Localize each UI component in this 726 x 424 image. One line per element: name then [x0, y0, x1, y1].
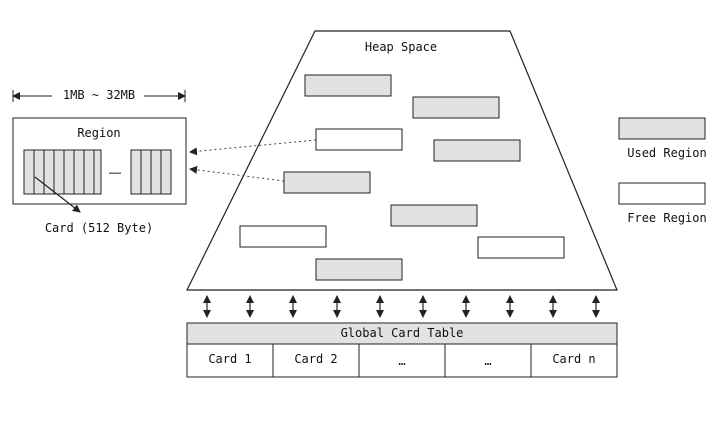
- region-card: [73, 149, 85, 195]
- heap-region-free: [239, 225, 327, 248]
- region-card: [140, 149, 152, 195]
- heap-region-used: [433, 139, 521, 162]
- card-table-cell-label: Card n: [552, 352, 595, 366]
- heap-region-used: [315, 258, 403, 281]
- card-table-cell: [530, 343, 618, 378]
- heap-region-used: [283, 171, 371, 194]
- heap-region-used: [412, 96, 500, 119]
- card-table-cell-label: Card 2: [294, 352, 337, 366]
- region-card: [83, 149, 95, 195]
- region-card-strip: ……: [23, 149, 172, 195]
- card-table-cell-label: …: [398, 354, 405, 368]
- region-card: [53, 149, 65, 195]
- card-pointer-arrow: [34, 176, 81, 213]
- heap-region-free: [315, 128, 403, 151]
- card-table-row: Card 1 Card 2 … … Card n: [186, 343, 618, 378]
- card-table-cell-label: …: [484, 354, 491, 368]
- card-table-cell-label: Card 1: [208, 352, 251, 366]
- legend-free-swatch: [618, 182, 706, 205]
- heap-space-shape: [186, 30, 618, 291]
- legend-used-label: Used Region: [627, 146, 706, 160]
- region-card-ellipsis: ……: [109, 166, 121, 177]
- size-range-label-bg: [52, 87, 144, 103]
- card-table-title: Global Card Table: [341, 326, 464, 340]
- region-card: [130, 149, 142, 195]
- region-card: [63, 149, 75, 195]
- region-card: [33, 149, 45, 195]
- region-card: [93, 149, 102, 195]
- card-size-label: Card (512 Byte): [45, 221, 153, 235]
- heap-region-used: [390, 204, 478, 227]
- legend-used-swatch: [618, 117, 706, 140]
- size-range-label: 1MB ~ 32MB: [63, 88, 135, 102]
- region-pointer-dotted: [189, 139, 317, 156]
- heap-region-free: [477, 236, 565, 259]
- card-table-cell: [358, 343, 446, 378]
- card-table-cell: [186, 343, 274, 378]
- heap-card-table-links: [203, 295, 600, 318]
- heap-region-used: [304, 74, 392, 97]
- legend-free-label: Free Region: [627, 211, 706, 225]
- heap-regions: [239, 74, 565, 281]
- region-card: [150, 149, 162, 195]
- heap-space-title: Heap Space: [365, 40, 437, 54]
- region-card: [160, 149, 172, 195]
- region-card: [23, 149, 35, 195]
- region-pointer-dotted: [189, 165, 285, 182]
- region-detail-title: Region: [77, 126, 120, 140]
- card-table-cell: [444, 343, 532, 378]
